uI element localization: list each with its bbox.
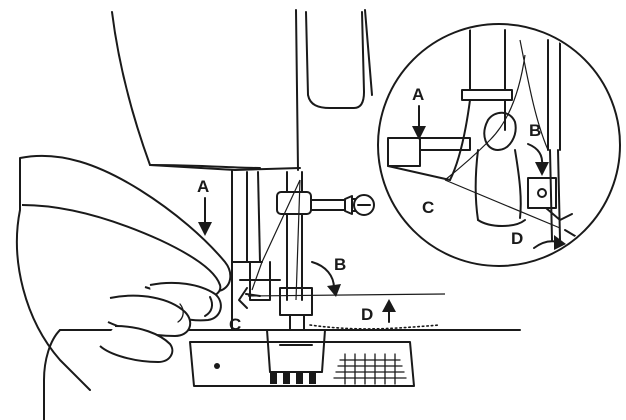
label-a: A: [197, 177, 209, 196]
feed-tooth: [283, 372, 290, 384]
label-b: B: [334, 255, 346, 274]
detail-arrow-b: [527, 143, 549, 176]
label-c: C: [229, 315, 241, 334]
detail-label-a: A: [412, 85, 424, 104]
stitch-guide-lines: [333, 353, 407, 385]
feed-tooth: [309, 372, 316, 384]
main-arrow-a: [198, 197, 212, 236]
detail-label-d: D: [511, 229, 523, 248]
hand: [16, 154, 232, 391]
detail-arrow-a: [412, 105, 426, 140]
feed-tooth: [270, 372, 277, 384]
detail-label-b: B: [529, 121, 541, 140]
feed-tooth: [296, 372, 303, 384]
detail-arrow-d: [533, 235, 566, 250]
detail-view: [377, 23, 621, 267]
presser-foot: [238, 261, 326, 384]
machine-head: [111, 9, 373, 331]
needle-clamp: [276, 191, 312, 215]
plate-screw: [214, 363, 220, 369]
needle-plate: [189, 341, 415, 387]
main-arrow-d: [382, 299, 396, 323]
main-arrow-b: [311, 261, 341, 297]
detail-label-c: C: [422, 198, 434, 217]
needle-bar: [276, 171, 375, 301]
thread: [247, 179, 446, 330]
label-d: D: [361, 305, 373, 324]
